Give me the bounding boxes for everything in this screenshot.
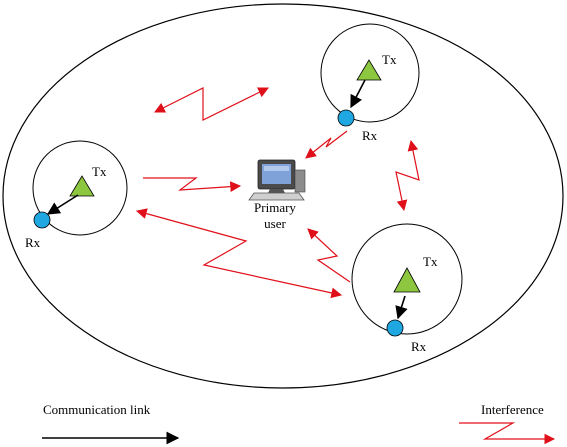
- cell-bottom-right: [351, 223, 463, 335]
- primary-user-label-line1: Primary: [254, 200, 296, 215]
- cell-left: [32, 140, 128, 236]
- receiver-circle-icon: [386, 319, 404, 337]
- interference-zigzag-vertical: [395, 139, 420, 212]
- tx-label: Tx: [423, 254, 438, 269]
- tx-label: Tx: [92, 164, 107, 179]
- legend-communication-link-label: Communication link: [43, 402, 151, 417]
- network-boundary: [2, 3, 564, 389]
- tx-label: Tx: [382, 52, 397, 67]
- legend: Communication link Interference: [42, 402, 556, 445]
- interference-zigzag-left-to-bottomright: [135, 208, 343, 299]
- communication-link-arrow: [46, 194, 79, 215]
- interference-zigzag-top: [154, 87, 269, 121]
- communication-link-arrow: [395, 295, 408, 320]
- interference-zigzag-topright-to-primary: [305, 130, 348, 159]
- rx-label: Rx: [25, 235, 41, 250]
- rx-label: Rx: [411, 339, 427, 354]
- rx-label: Rx: [362, 128, 378, 143]
- legend-interference-label: Interference: [481, 402, 544, 417]
- interference-zigzag-bottomright-to-primary: [307, 228, 351, 283]
- transmitter-triangle-icon: [356, 59, 382, 81]
- communication-link-arrow: [350, 79, 366, 109]
- primary-user-label-line2: user: [264, 216, 286, 231]
- interference-zigzag-left-to-primary: [143, 177, 242, 193]
- computer-icon: [248, 159, 306, 201]
- cell-top-right: [320, 23, 420, 123]
- legend-zigzag-arrow-icon: [459, 422, 556, 445]
- transmitter-triangle-icon: [393, 267, 421, 293]
- receiver-circle-icon: [337, 109, 355, 127]
- secondary-pair-bottom-right: Tx Rx: [386, 254, 438, 354]
- secondary-pair-top-right: Tx Rx: [337, 52, 397, 143]
- transmitter-triangle-icon: [69, 175, 95, 197]
- secondary-pair-left: Tx Rx: [25, 164, 107, 250]
- receiver-circle-icon: [33, 211, 51, 229]
